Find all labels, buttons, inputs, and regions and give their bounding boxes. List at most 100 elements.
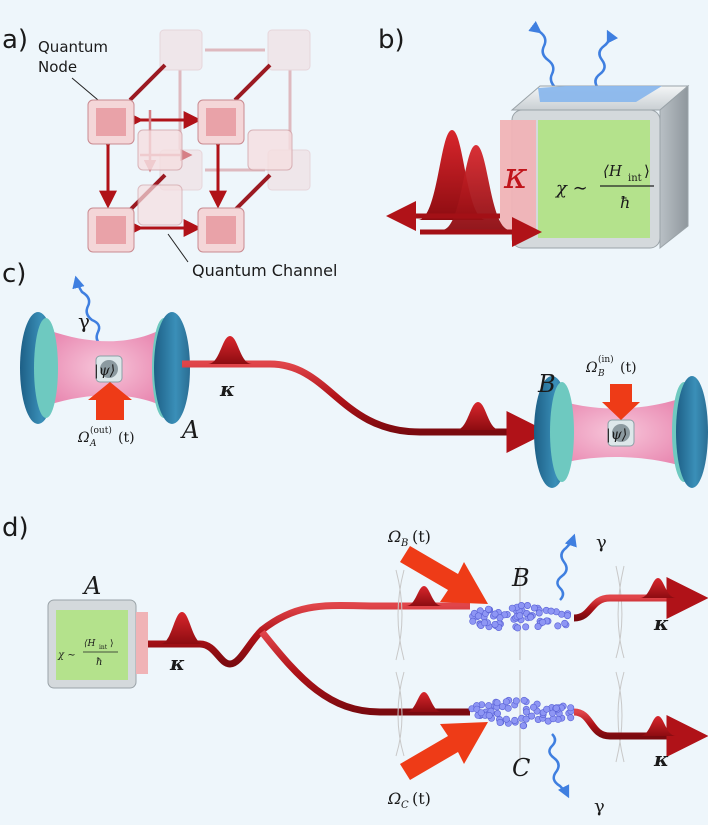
photon-d-c-icon	[548, 733, 570, 799]
node-b-label-c: B	[537, 370, 556, 398]
quantum-node-cube	[87, 99, 135, 145]
quantum-channel-label: Quantum Channel	[192, 261, 337, 280]
omega-c-arg-d: (t)	[412, 789, 431, 808]
atom	[508, 604, 516, 612]
atom	[485, 711, 493, 719]
omega-c-sub-d: C	[401, 800, 409, 811]
cavity-box-d	[47, 599, 148, 689]
psi-b: |ψ⟩	[606, 427, 627, 443]
atom	[520, 696, 528, 704]
atom	[502, 715, 510, 723]
omega-b-arg-d: (t)	[412, 527, 431, 546]
atom	[480, 619, 488, 627]
atom	[484, 605, 492, 613]
panel-d: d) A χ ∼ ⟨H int ⟩ ħ κ	[2, 513, 708, 817]
pulse-d-3	[406, 692, 442, 712]
omega-b-sup: (in)	[598, 354, 614, 365]
omega-b: Ω	[585, 360, 598, 376]
kappa-label-b: κ	[503, 156, 528, 197]
kappa-label-d-c: κ	[653, 747, 669, 771]
atom	[477, 709, 485, 717]
omega-b-arg: (t)	[620, 360, 637, 376]
atom	[548, 709, 556, 717]
atom	[522, 708, 530, 716]
atom	[491, 610, 499, 618]
kappa-label-c: κ	[219, 377, 235, 401]
atom	[567, 714, 575, 722]
gamma-label-d-c: γ	[594, 796, 605, 817]
channel-out-b	[573, 577, 708, 622]
atom	[535, 609, 543, 617]
pulse-c-1	[208, 336, 252, 364]
chi-formula-sub-d: int	[99, 644, 108, 651]
omega-b-d: Ω	[387, 527, 401, 546]
atom	[561, 619, 569, 627]
omega-b-sub: B	[597, 369, 605, 379]
omega-a-sup: (out)	[90, 425, 112, 436]
atom	[522, 623, 530, 631]
atom	[517, 601, 525, 609]
mirror-a-right	[154, 312, 190, 424]
channel-pointer-line	[167, 233, 189, 263]
pulse-d-5	[640, 716, 676, 736]
atom	[534, 622, 542, 630]
chi-formula-close-d: ⟩	[110, 639, 114, 649]
atom	[543, 705, 551, 713]
atom	[493, 709, 501, 717]
panel-b: b) γ κ χ ∼ ⟨H int ⟩ ħ	[378, 20, 690, 250]
panel-d-label: d)	[2, 513, 29, 543]
atom	[496, 718, 504, 726]
atom	[547, 607, 555, 615]
node-a-label-c: A	[180, 416, 199, 444]
node-b-label-d: B	[511, 564, 530, 592]
chi-formula-sub-b: int	[628, 173, 642, 184]
atom	[527, 613, 535, 621]
atomic-ensemble-c	[468, 696, 575, 730]
pulse-c-2	[456, 402, 500, 430]
quantum-node-label-line1: Quantum	[38, 38, 108, 56]
pulse-d-4	[640, 578, 676, 598]
chi-formula-den-d: ħ	[96, 657, 102, 668]
channel-to-b	[148, 602, 470, 668]
photon-out-icon	[594, 29, 619, 89]
atom	[474, 612, 482, 620]
panel-a-label: a)	[2, 25, 28, 55]
kappa-label-d-in: κ	[169, 651, 185, 675]
quantum-channel-c	[182, 360, 549, 453]
atom	[528, 712, 536, 720]
atom	[522, 715, 530, 723]
node-a-label-d: A	[82, 572, 101, 600]
atom	[567, 704, 575, 712]
atom	[493, 699, 501, 707]
pulse-pair-b	[386, 130, 542, 247]
atom	[502, 698, 510, 706]
atom	[516, 612, 524, 620]
interaction-region	[538, 120, 650, 238]
atom	[519, 722, 527, 730]
atom	[539, 618, 547, 626]
panel-b-label: b)	[378, 25, 405, 55]
drive-arrow-omega-b	[400, 546, 488, 604]
atom	[511, 716, 519, 724]
quantum-node-label-line2: Node	[38, 58, 77, 76]
omega-a-sub: A	[89, 439, 97, 449]
cavity-b: |ψ⟩	[534, 376, 708, 488]
panel-c-label: c)	[2, 259, 26, 289]
top-window	[538, 86, 662, 102]
chi-formula-close-b: ⟩	[644, 162, 650, 180]
coupling-window	[500, 120, 536, 232]
omega-b-sub-d: B	[400, 538, 408, 549]
atom	[552, 704, 560, 712]
lattice-depth-links	[128, 63, 272, 212]
omega-a-arg: (t)	[118, 430, 135, 446]
atom	[563, 612, 571, 620]
chi-formula-lhs-d: χ ∼	[57, 650, 76, 661]
chi-formula-num-d: ⟨H	[84, 639, 96, 649]
chi-formula-den-b: ħ	[620, 193, 630, 212]
node-pointer-line	[71, 77, 99, 101]
pulse-d-1	[160, 612, 204, 644]
atom	[504, 704, 512, 712]
drive-arrow-b	[602, 384, 640, 420]
atomic-ensemble-b	[469, 601, 572, 632]
